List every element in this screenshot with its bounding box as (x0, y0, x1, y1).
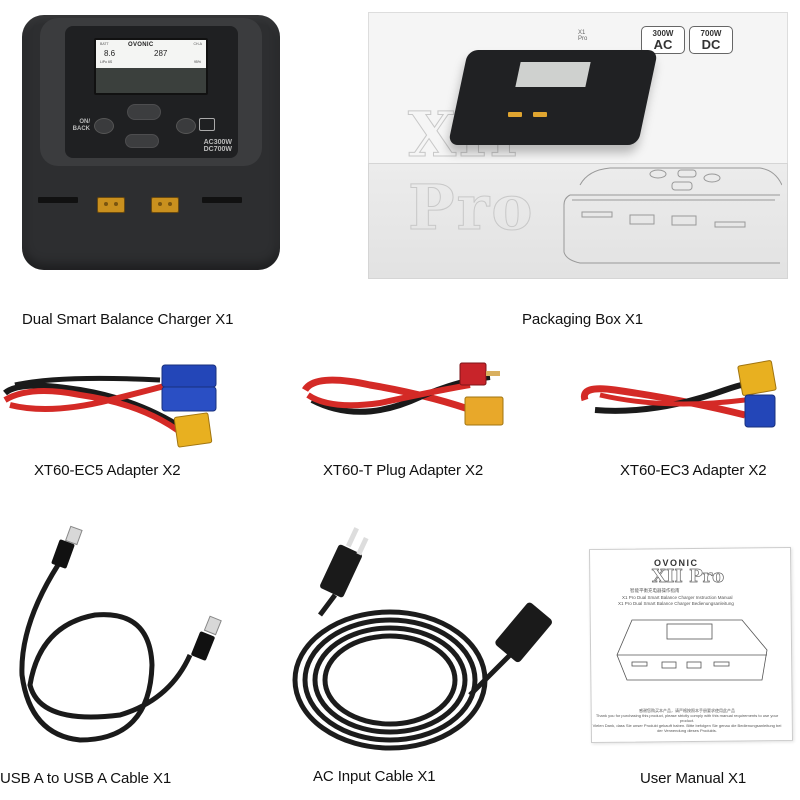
caption-xt60-ec3: XT60-EC3 Adapter X2 (620, 462, 767, 479)
screen-value-capacity: 287 (154, 49, 168, 58)
manual-charger-drawing (616, 619, 768, 681)
box-device-port-2 (533, 112, 547, 117)
manual-subtitle-de: X1 Pro Dual Smart Balance Charger Bedien… (618, 601, 734, 606)
usb-a-cable-image (19, 525, 222, 743)
badge-dc-power: 700W DC (689, 26, 733, 54)
xt60-t-plug-adapter-image (301, 362, 504, 426)
manual-subtitle-en: X1 Pro Dual Smart Balance Charger Instru… (622, 595, 733, 600)
caption-usb-cable: USB A to USB A Cable X1 (0, 770, 172, 787)
caption-user-manual: User Manual X1 (640, 770, 747, 787)
screen-left-label: BATT (100, 42, 109, 46)
screen-display-area: BATT OVONIC CH-A 8.6 287 LiPo 6S 95% (96, 40, 206, 68)
ac-input-cable-image (292, 527, 552, 751)
charger-screen: BATT OVONIC CH-A 8.6 287 LiPo 6S 95% (94, 38, 208, 95)
caption-packaging-box: Packaging Box X1 (522, 311, 643, 328)
caption-ac-cable: AC Input Cable X1 (313, 768, 436, 785)
screen-right-label: CH-A (193, 42, 202, 46)
manual-title: XII Pro (652, 566, 725, 588)
charger-dial-button (127, 104, 161, 120)
balance-port-right (202, 197, 242, 203)
badge-ac-power: 300W AC (641, 26, 685, 54)
charger-back-button (94, 118, 114, 134)
xt60-output-port-2 (151, 197, 179, 213)
caption-xt60-ec5: XT60-EC5 Adapter X2 (34, 462, 181, 479)
screen-value-current: 8.6 (104, 49, 116, 58)
back-button-label: ON/ BACK (72, 119, 90, 132)
box-device-port-1 (508, 112, 522, 117)
box-device-screen (515, 62, 591, 87)
box-line-drawing (563, 167, 782, 264)
caption-xt60-t-plug: XT60-T Plug Adapter X2 (323, 462, 484, 479)
balance-port-left (38, 197, 78, 203)
charger-down-button (125, 134, 159, 148)
menu-grid-icon (199, 118, 215, 131)
screen-brand: OVONIC (128, 42, 154, 48)
screen-percent: 95% (193, 60, 201, 64)
manual-subtitle-cn: 智能平衡充电器操作指南 (630, 588, 680, 593)
xt60-ec5-adapter-image (3, 364, 217, 448)
box-model-label: X1 Pro (578, 30, 588, 42)
screen-battery-type: LiPo 6S (100, 60, 113, 64)
manual-brand: OVONIC (654, 558, 699, 568)
charger-menu-button (176, 118, 196, 134)
power-rating: AC300W DC700W (203, 139, 232, 153)
box-side-face (368, 163, 788, 279)
manual-footer: 感谢您购买本产品，请严格按照本手册要求使用此产品 Thank you for p… (592, 708, 782, 733)
xt60-ec3-adapter-image (580, 360, 777, 428)
caption-charger: Dual Smart Balance Charger X1 (22, 311, 234, 328)
xt60-output-port-1 (97, 197, 125, 213)
